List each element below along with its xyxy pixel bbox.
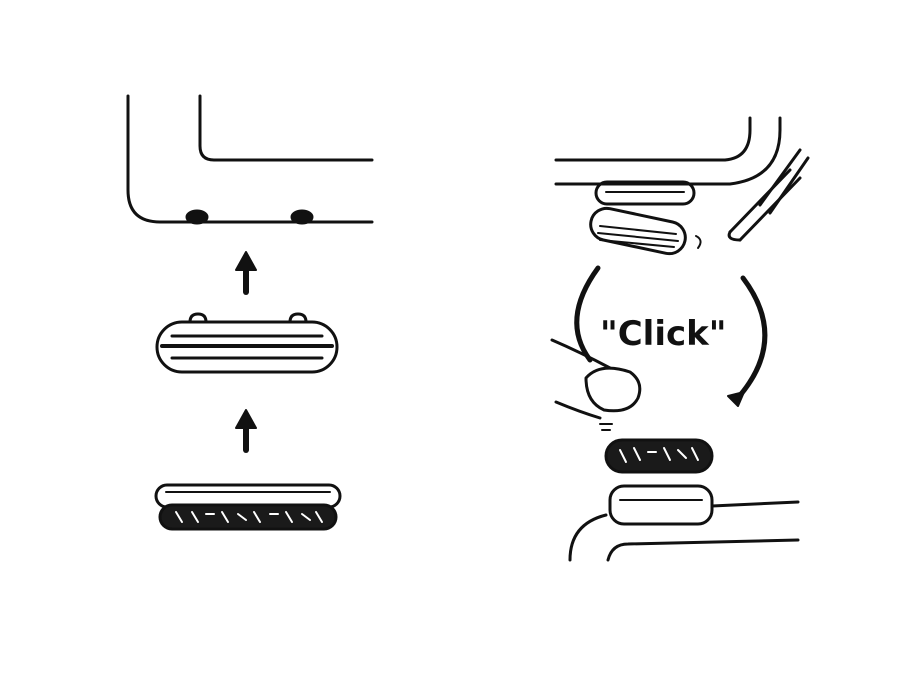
housing-bottom xyxy=(568,484,800,562)
filter-pad-inserting xyxy=(589,206,702,256)
right-panel: "Click" xyxy=(550,116,810,562)
mount-hole-left xyxy=(185,209,209,225)
housing-top xyxy=(554,116,782,186)
curved-arrow-icon xyxy=(574,265,768,407)
arrow-up-icon xyxy=(235,251,257,295)
housing-corner xyxy=(126,94,374,225)
installed-clip xyxy=(594,180,696,206)
click-label: "Click" xyxy=(600,314,726,354)
left-panel xyxy=(126,94,374,531)
filter-pad xyxy=(154,483,342,531)
arrow-up-icon xyxy=(235,409,257,453)
tool-tip xyxy=(727,148,810,242)
mount-hole-right xyxy=(290,209,314,225)
finger xyxy=(550,338,642,431)
clip-part xyxy=(155,312,339,374)
filter-pad-dark xyxy=(604,438,714,474)
